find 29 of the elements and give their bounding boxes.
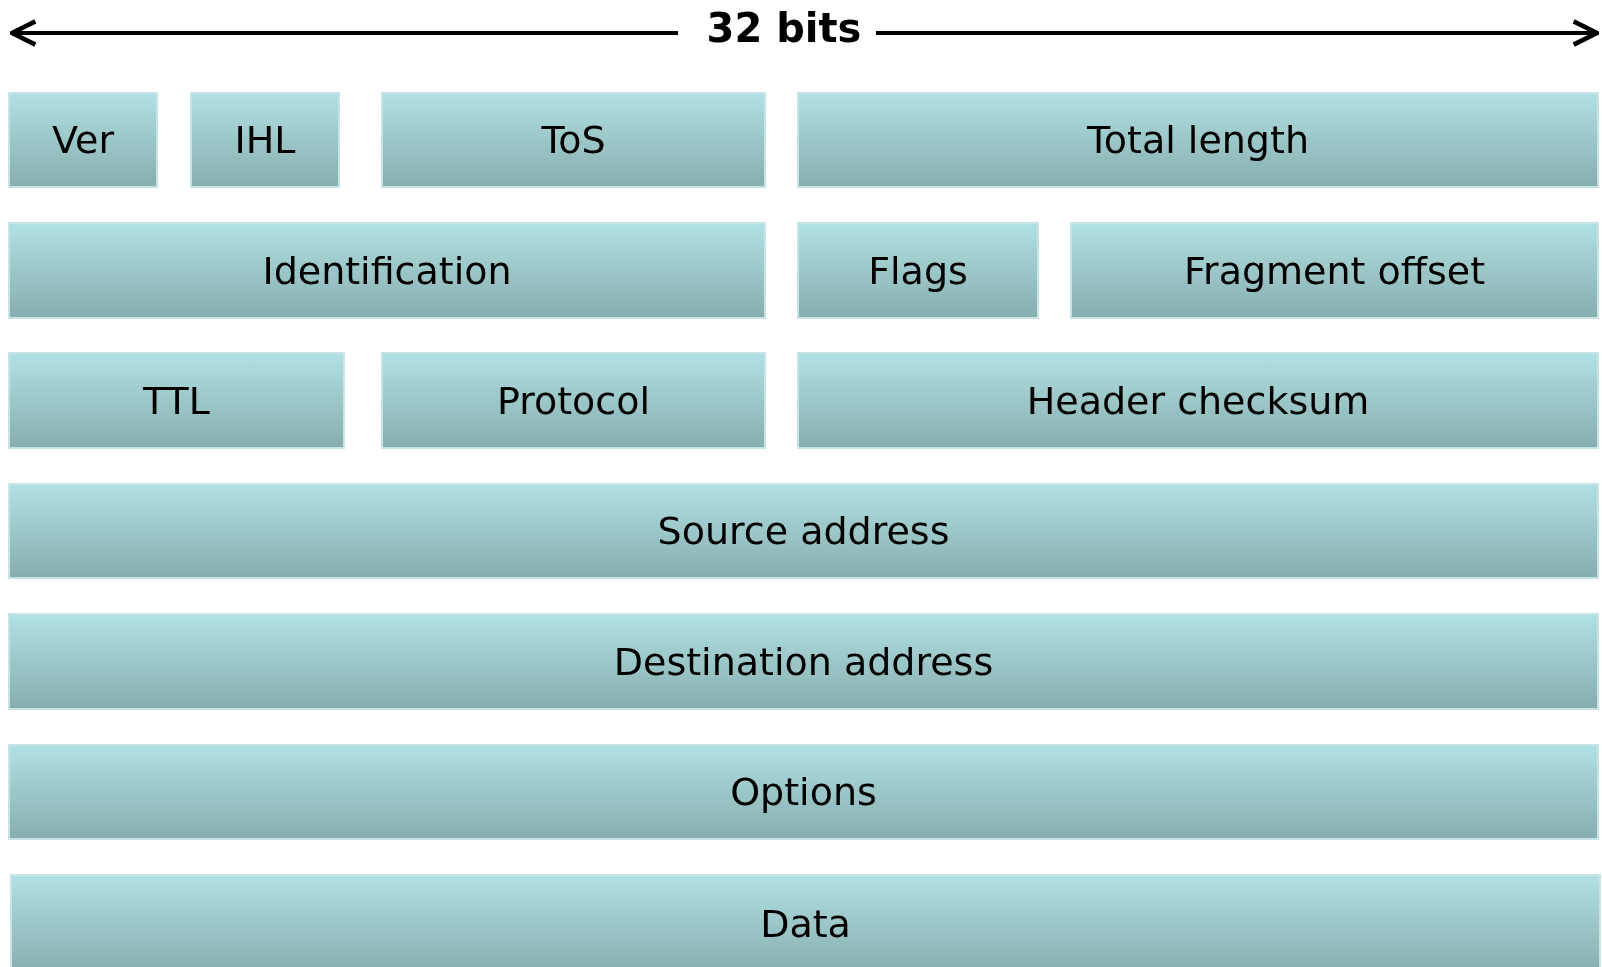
header-field-box [8, 92, 158, 188]
header-field-box [797, 222, 1039, 319]
header-field-box [8, 483, 1599, 579]
field-label: ToS [541, 118, 606, 162]
header-field-box [8, 613, 1599, 710]
field-label: Ver [51, 118, 114, 162]
header-field-box [381, 92, 766, 188]
field-label: TTL [143, 378, 210, 423]
field-label: Flags [868, 248, 968, 293]
field-label: Identification [262, 248, 512, 293]
field-label: Options [730, 770, 877, 814]
field-label: Fragment offset [1183, 248, 1486, 293]
header-field-box [797, 352, 1599, 449]
field-label: Destination address [613, 639, 994, 684]
field-label: Header checksum [1026, 378, 1370, 423]
field-label: IHL [234, 118, 296, 162]
field-label: Total length [1087, 118, 1309, 162]
header-field-box [381, 352, 766, 449]
header-field-box [10, 874, 1601, 967]
field-label: Protocol [496, 378, 651, 423]
header-field-box [8, 352, 345, 449]
field-label: Data [760, 902, 851, 946]
field-label: Source address [657, 509, 950, 553]
header-field-box [797, 92, 1599, 188]
header-field-box [8, 744, 1599, 840]
header-field-box [1070, 222, 1599, 319]
header-field-box [8, 222, 766, 319]
header-field-box [190, 92, 340, 188]
width-label: 32 bits [705, 4, 863, 52]
